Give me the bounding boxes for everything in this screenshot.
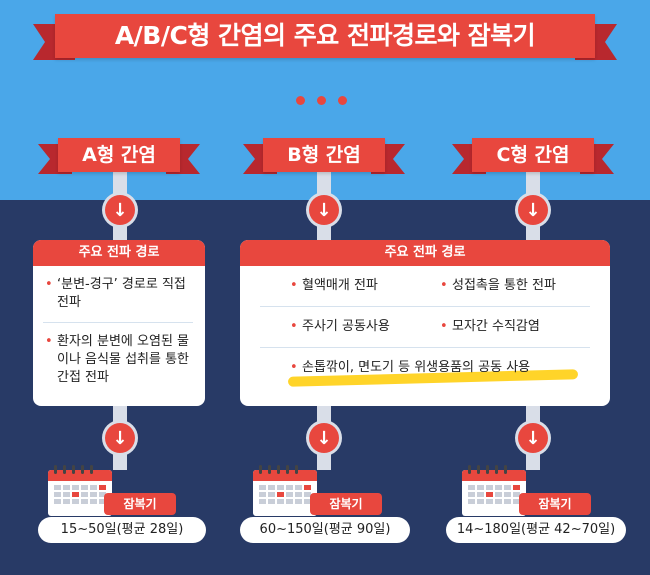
down-arrow-icon: ↓ <box>309 423 339 453</box>
type-ribbon-c: C형 간염 <box>452 138 594 174</box>
type-label-c: C형 간염 <box>472 138 594 172</box>
route-item: 성접촉을 통한 전파 <box>438 277 556 295</box>
down-arrow-icon: ↓ <box>518 195 548 225</box>
card-header: 주요 전파 경로 <box>240 240 610 266</box>
calendar-icon <box>253 465 317 516</box>
routes-card-a: 주요 전파 경로 ‘분변-경구’ 경로로 직접 전파 환자의 분변에 오염된 물… <box>33 240 205 406</box>
down-arrow-icon: ↓ <box>309 195 339 225</box>
page-title: A/B/C형 간염의 주요 전파경로와 잠복기 <box>55 14 595 58</box>
incubation-tag-b: 잠복기 <box>310 493 382 515</box>
type-ribbon-b: B형 간염 <box>243 138 385 174</box>
incubation-tag-c: 잠복기 <box>519 493 591 515</box>
calendar-icon <box>462 465 526 516</box>
incubation-period-b: 60~150일(평균 90일) <box>240 517 410 543</box>
dots-decoration <box>296 96 347 105</box>
title-ribbon: A/B/C형 간염의 주요 전파경로와 잠복기 <box>33 14 595 60</box>
route-item: 주사기 공동사용 <box>288 318 438 336</box>
route-item: 손톱깎이, 면도기 등 위생용품의 공동 사용 <box>288 359 530 377</box>
route-item: ‘분변-경구’ 경로로 직접 전파 <box>43 276 193 316</box>
calendar-icon <box>48 465 112 516</box>
incubation-tag-a: 잠복기 <box>104 493 176 515</box>
incubation-period-c: 14~180일(평균 42~70일) <box>446 517 626 543</box>
down-arrow-icon: ↓ <box>105 423 135 453</box>
down-arrow-icon: ↓ <box>105 195 135 225</box>
route-item: 혈액매개 전파 <box>288 277 438 295</box>
route-item: 환자의 분변에 오염된 물이나 음식물 섭취를 통한 간접 전파 <box>43 333 193 387</box>
type-label-b: B형 간염 <box>263 138 385 172</box>
down-arrow-icon: ↓ <box>518 423 548 453</box>
card-header: 주요 전파 경로 <box>33 240 205 266</box>
incubation-period-a: 15~50일(평균 28일) <box>38 517 206 543</box>
type-label-a: A형 간염 <box>58 138 180 172</box>
type-ribbon-a: A형 간염 <box>38 138 180 174</box>
route-item: 모자간 수직감염 <box>438 318 540 336</box>
